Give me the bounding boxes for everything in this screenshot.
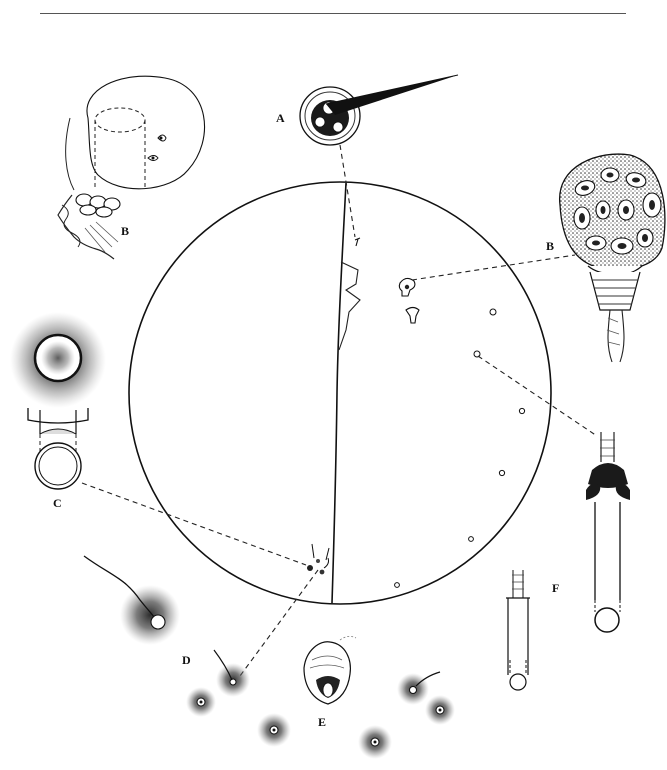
figure-d-socket-2: [186, 687, 216, 717]
main-segment-circle: [129, 182, 551, 604]
label-e: E: [318, 716, 326, 728]
figure-d-socket-6: [425, 695, 455, 725]
label-d: D: [182, 654, 191, 666]
figure-e-cup-sensillum: [304, 636, 356, 704]
figure-d-socket-3: [257, 713, 291, 747]
label-b-left: B: [121, 225, 129, 237]
figure-f-small-tube: [506, 570, 530, 690]
label-b-right: B: [546, 240, 554, 252]
figure-d-socket-4: [358, 725, 392, 759]
figure-d-socket-1: [214, 650, 250, 697]
figure-b-left-cell: [58, 76, 205, 259]
figure-c-stippled-socket: [10, 312, 106, 489]
figure-b-right-organ: [560, 154, 665, 362]
label-f: F: [552, 582, 559, 594]
figure-a-bristle-socket: [300, 75, 458, 145]
figure-f-large-tube: [586, 432, 630, 632]
label-c: C: [53, 497, 62, 509]
label-a: A: [276, 112, 285, 124]
figure-d-left-large: [84, 556, 180, 645]
